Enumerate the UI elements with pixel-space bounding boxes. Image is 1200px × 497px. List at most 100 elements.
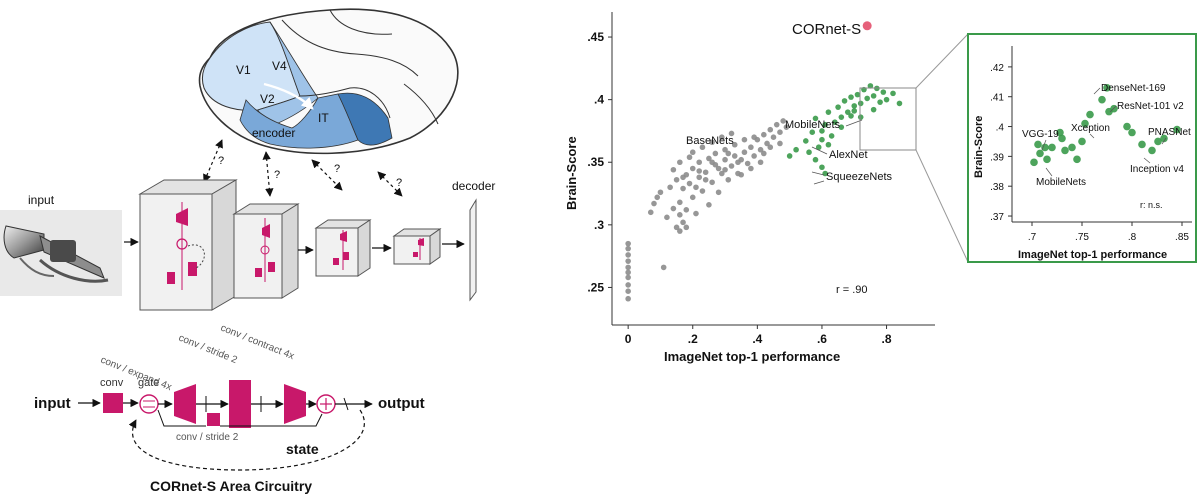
data-point [741, 136, 748, 143]
data-point [683, 224, 690, 231]
data-point [625, 288, 631, 294]
data-point [625, 240, 631, 247]
data-point [738, 171, 744, 178]
network-block-v1 [138, 179, 238, 311]
data-point [780, 118, 786, 124]
inset-correlation-annotation: r: n.s. [1140, 200, 1163, 210]
y-tick-label: .45 [587, 30, 604, 44]
data-point [677, 159, 683, 166]
encoder-label: encoder [252, 126, 295, 140]
circuit-conv-stride-top-label: conv / stride 2 [177, 333, 239, 367]
y-tick-label: .35 [587, 155, 604, 169]
circuit-gate-label: gate [138, 377, 159, 389]
y-tick-label: .42 [990, 63, 1004, 74]
model-label-inception-v4: Inception v4 [1130, 164, 1184, 175]
model-label-densenet-169: DenseNet-169 [1101, 83, 1166, 94]
network-block-v4 [314, 219, 372, 277]
data-point [1078, 137, 1086, 146]
data-point [680, 174, 686, 181]
data-point [741, 149, 748, 156]
data-point [761, 150, 767, 157]
data-point [777, 129, 783, 135]
data-point [751, 153, 757, 159]
data-point [822, 121, 828, 128]
data-point [767, 126, 774, 133]
data-point [896, 100, 903, 107]
data-point [625, 274, 631, 281]
circuit-contract-block [284, 384, 306, 424]
data-point [864, 95, 870, 102]
decoder-layer [469, 198, 477, 302]
data-point [702, 176, 709, 183]
y-tick-label: .38 [990, 182, 1004, 193]
data-point [812, 156, 819, 163]
circuit-state-label: state [286, 441, 319, 457]
data-point [1160, 134, 1168, 143]
main-x-ticks: 0.2.4.6.8 [625, 325, 892, 346]
data-point [693, 184, 699, 191]
data-point [1034, 140, 1042, 149]
data-point [709, 179, 715, 186]
data-point [1041, 143, 1049, 152]
data-point [770, 134, 777, 140]
data-point [819, 164, 825, 171]
data-point [819, 136, 825, 143]
main-correlation-annotation: r = .90 [836, 284, 868, 296]
x-tick-label: .2 [688, 332, 698, 346]
data-point [1061, 146, 1069, 155]
inset-y-axis-label: Brain-Score [973, 116, 985, 178]
data-point [877, 99, 883, 105]
data-point [773, 121, 780, 128]
question-mark-2: ? [274, 169, 280, 181]
brain-label-it: IT [318, 111, 329, 125]
data-point [677, 212, 683, 218]
data-point [870, 106, 877, 113]
inset-leaders [1041, 87, 1167, 177]
data-point [1036, 149, 1044, 158]
model-label-vgg-19: VGG-19 [1022, 129, 1059, 140]
data-point [647, 209, 654, 216]
data-point [1138, 140, 1146, 149]
network-block-v2 [232, 203, 300, 299]
cornet-s-label: CORnet-S [792, 21, 861, 38]
correspondence-arrow-v2 [262, 151, 274, 197]
data-point [819, 128, 825, 134]
data-point [1128, 128, 1136, 137]
data-point [625, 295, 631, 302]
data-point [857, 114, 864, 120]
question-mark-4: ? [396, 177, 402, 189]
data-point [680, 185, 686, 192]
data-point [728, 163, 735, 169]
circuit-stride-block [229, 380, 251, 428]
data-point [689, 194, 696, 201]
group-label-basenets: BaseNets [686, 135, 734, 147]
data-point [689, 149, 696, 156]
correspondence-arrow-v4 [311, 159, 343, 191]
data-point [709, 159, 715, 166]
question-mark-1: ? [218, 155, 224, 167]
zoom-connector-bottom [915, 149, 969, 263]
x-tick-label: .85 [1175, 232, 1189, 243]
brain-label-v1: V1 [236, 63, 251, 77]
x-tick-label: .6 [817, 332, 827, 346]
data-point [699, 188, 706, 194]
cornet-s-circuit: input conv gate conv / expand 4x conv / … [34, 323, 425, 494]
circuit-conv-block [103, 393, 123, 413]
data-point [851, 103, 858, 109]
data-point [757, 159, 764, 166]
x-tick-label: .4 [752, 332, 762, 346]
network-arrows [298, 239, 465, 255]
data-point [680, 219, 686, 226]
data-point [715, 165, 722, 172]
data-point [1098, 95, 1106, 104]
data-point [683, 207, 690, 213]
group-label-squeezenets: SqueezeNets [826, 171, 893, 183]
x-tick-label: .8 [1128, 232, 1137, 243]
main-points [625, 21, 903, 302]
data-point [806, 149, 812, 156]
y-tick-label: .41 [990, 93, 1004, 104]
data-point [719, 134, 725, 140]
circuit-conv-stride-bottom-label: conv / stride 2 [176, 432, 239, 443]
brain-label-v2: V2 [260, 92, 275, 106]
data-point [812, 115, 819, 122]
